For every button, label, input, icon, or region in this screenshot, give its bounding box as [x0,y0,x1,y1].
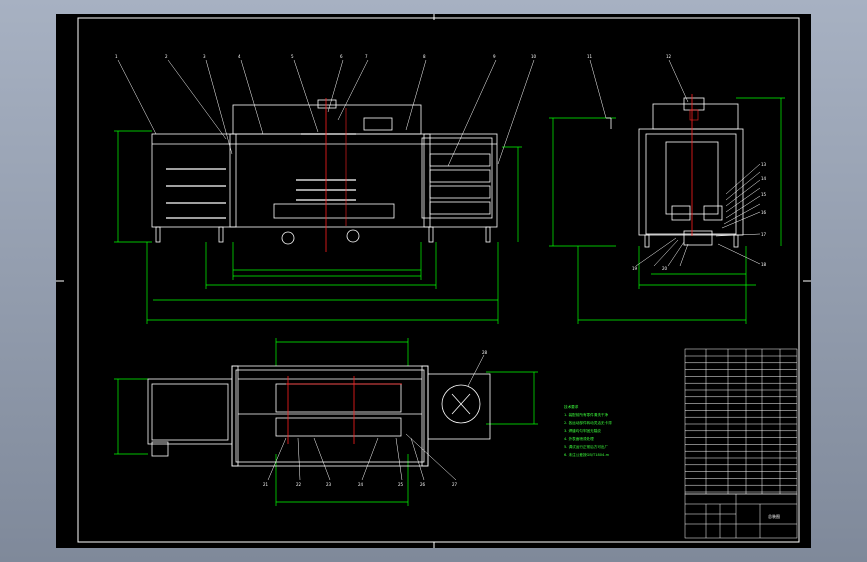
title-block [684,493,798,539]
note-6: 6. 未注公差按GB/T1804-m [564,452,610,457]
balloon-21: 21 [263,482,269,487]
balloon-13: 13 [761,162,767,167]
drawing-title: 总装图 [768,513,780,519]
front-view: 1 2 3 4 5 6 7 8 9 10 [114,54,537,324]
balloon-1: 1 [115,54,118,59]
balloon-12: 12 [666,54,672,59]
balloon-23: 23 [326,482,332,487]
balloon-20: 20 [662,266,668,271]
side-view: 11 12 13 14 15 16 17 18 19 20 [549,54,785,324]
balloon-15: 15 [761,192,767,197]
note-4: 4. 外表面喷漆处理 [564,436,594,441]
drawing-canvas: 1 2 3 4 5 6 7 8 9 10 [56,14,811,548]
inner-border [77,17,800,543]
technical-notes: 技术要求 1. 装配前所有零件清洗干净 2. 各运动部件转动灵活无卡滞 3. 焊… [564,404,612,457]
balloon-3: 3 [203,54,206,59]
balloon-17: 17 [761,232,767,237]
parts-list [684,348,798,495]
balloon-2: 2 [165,54,168,59]
balloon-28: 28 [482,350,488,355]
note-5: 5. 调试运行正常后方可出厂 [564,444,609,449]
note-1: 1. 装配前所有零件清洗干净 [564,412,609,417]
balloon-22: 22 [296,482,302,487]
balloon-6: 6 [340,54,343,59]
note-2: 2. 各运动部件转动灵活无卡滞 [564,420,612,425]
balloon-26: 26 [420,482,426,487]
balloon-25: 25 [398,482,404,487]
balloon-7: 7 [365,54,368,59]
note-3: 3. 焊缝均匀牢固无裂纹 [564,428,601,433]
balloon-18: 18 [761,262,767,267]
balloon-4: 4 [238,54,241,59]
note-0: 技术要求 [564,404,579,409]
balloon-16: 16 [761,210,767,215]
balloon-10: 10 [531,54,537,59]
balloon-8: 8 [423,54,426,59]
balloon-9: 9 [493,54,496,59]
balloon-27: 27 [452,482,458,487]
balloon-19: 19 [632,266,638,271]
balloon-5: 5 [291,54,294,59]
balloon-24: 24 [358,482,364,487]
balloon-14: 14 [761,176,767,181]
drawing-sheet: 1 2 3 4 5 6 7 8 9 10 [56,14,811,548]
balloon-11: 11 [587,54,593,59]
plan-view: 21 22 23 24 25 26 27 28 [114,338,538,506]
